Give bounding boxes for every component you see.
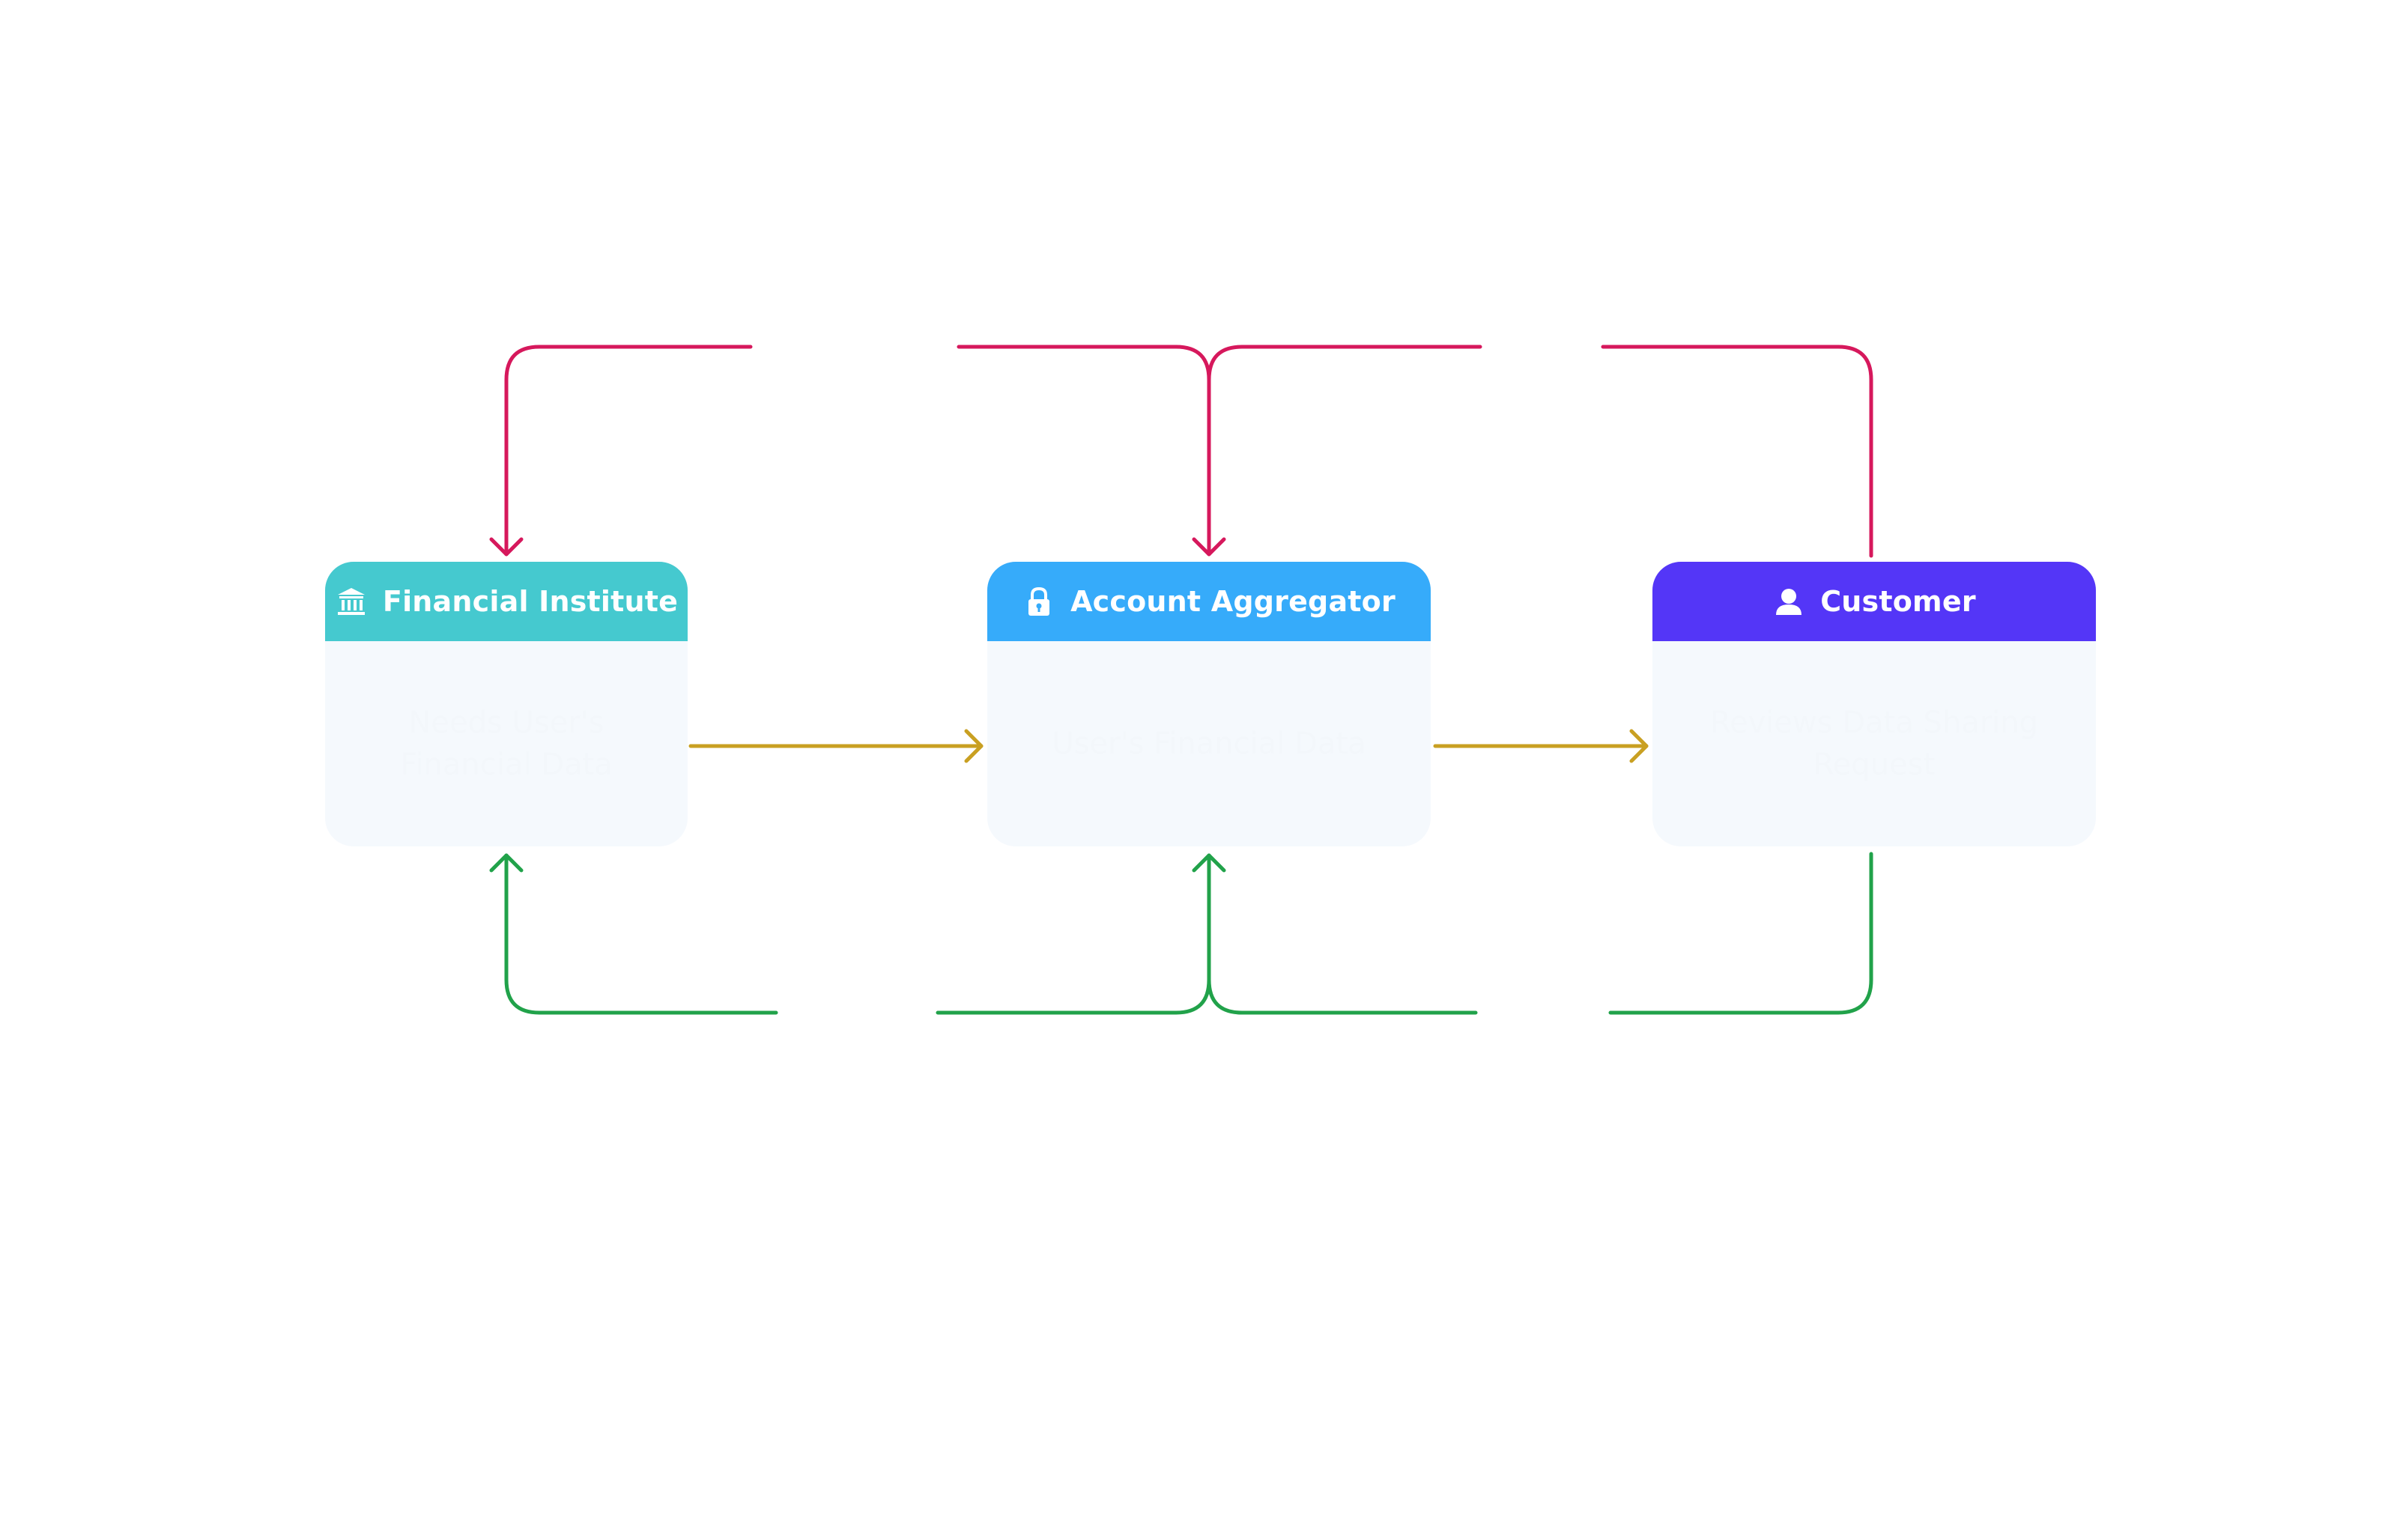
customer-node: Customer Reviews Data Sharing Request (1652, 562, 2096, 846)
customer-title: Customer (1820, 585, 1976, 618)
consent-line-right-branch (1207, 345, 1482, 382)
approval-line-to-fi (504, 853, 778, 1015)
financial-institute-body: Needs User's Financial Data (400, 706, 613, 782)
consent-line-to-fi (504, 345, 753, 557)
approval-connector-group (489, 852, 1873, 1015)
data-arrowhead-customer (1629, 729, 1649, 763)
account-aggregator-node: Account Aggregator User's Financial Data (987, 562, 1431, 846)
data-connector-group (688, 729, 1649, 763)
financial-institute-node: Financial Institute Needs User's Financi… (325, 562, 688, 846)
consent-line-left-branch (957, 345, 1211, 557)
consent-connector-group (489, 345, 1873, 558)
financial-institute-title: Financial Institute (382, 585, 679, 618)
approval-arrowhead-aa (1192, 853, 1226, 873)
approval-arrowhead-fi (489, 853, 524, 873)
account-aggregator-header: Account Aggregator (987, 562, 1431, 641)
lock-icon (1022, 585, 1055, 618)
approval-line-right-branch (1207, 977, 1478, 1015)
user-icon (1772, 585, 1805, 618)
approval-line-from-customer (1608, 852, 1873, 1015)
approval-line-left-branch (936, 853, 1211, 1015)
bank-icon (335, 585, 368, 618)
consent-line-from-customer (1601, 345, 1873, 558)
account-aggregator-body: User's Financial Data (1052, 727, 1366, 761)
financial-institute-header: Financial Institute (325, 562, 688, 641)
customer-body: Reviews Data Sharing Request (1709, 706, 2039, 782)
consent-arrowhead-aa (1192, 537, 1226, 557)
consent-arrowhead-fi (489, 537, 524, 557)
customer-header: Customer (1652, 562, 2096, 641)
account-aggregator-title: Account Aggregator (1070, 585, 1396, 618)
data-arrowhead-aa (964, 729, 984, 763)
